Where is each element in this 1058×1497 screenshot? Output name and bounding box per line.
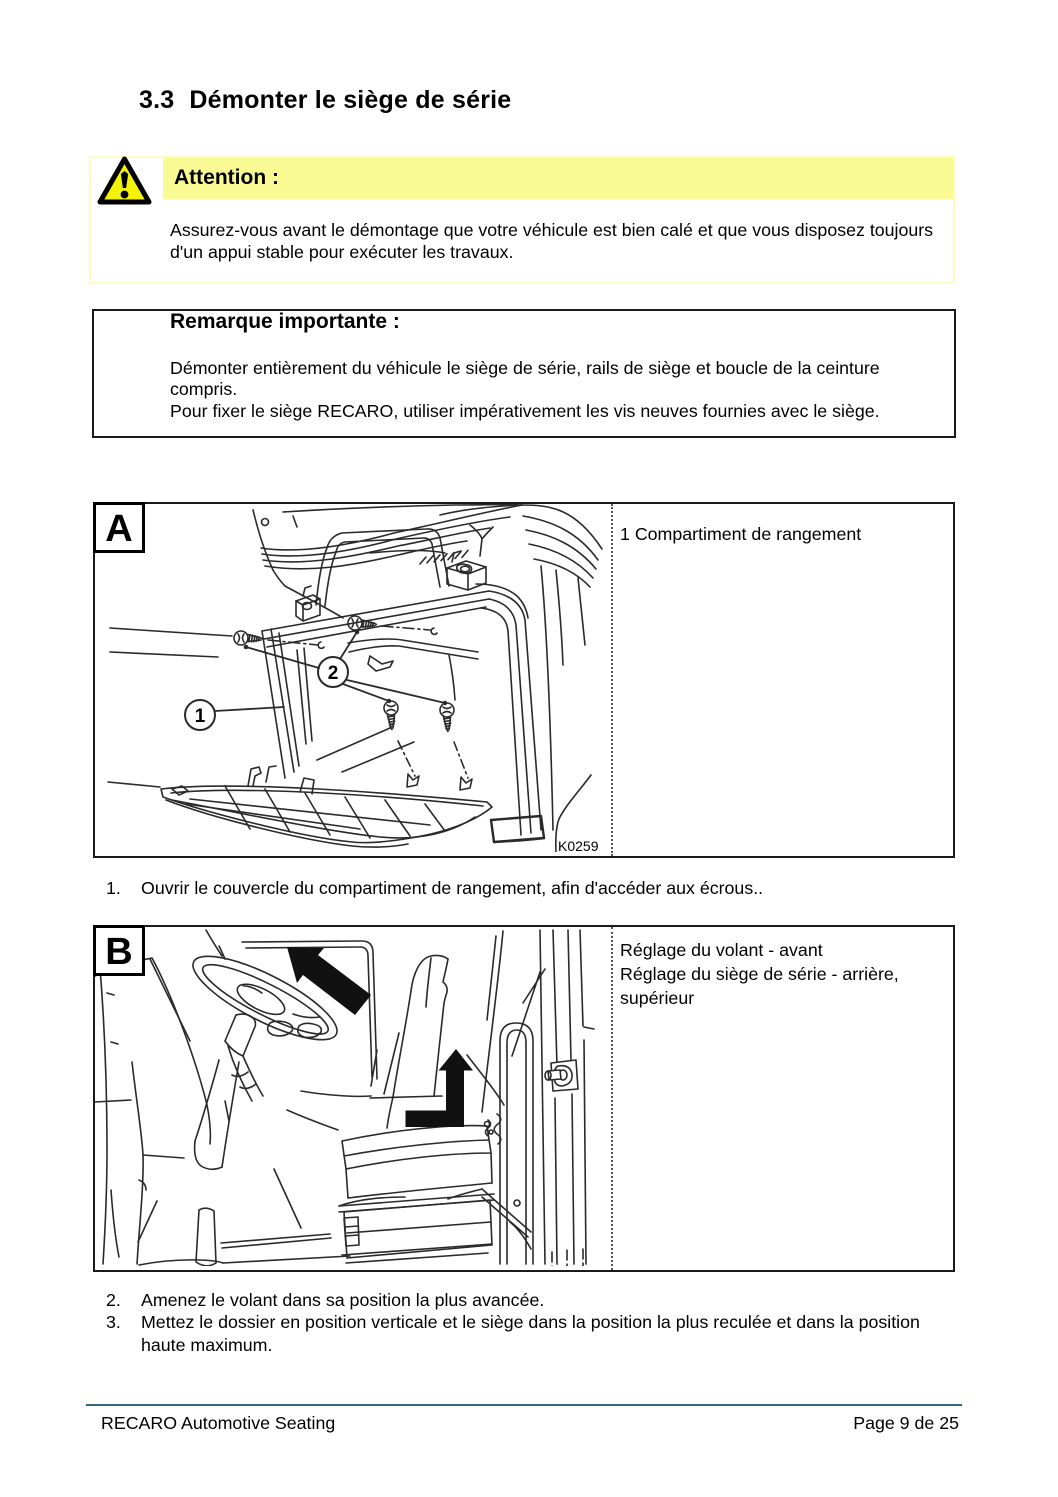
svg-text:1: 1 <box>195 706 206 727</box>
svg-text:2: 2 <box>328 663 339 684</box>
